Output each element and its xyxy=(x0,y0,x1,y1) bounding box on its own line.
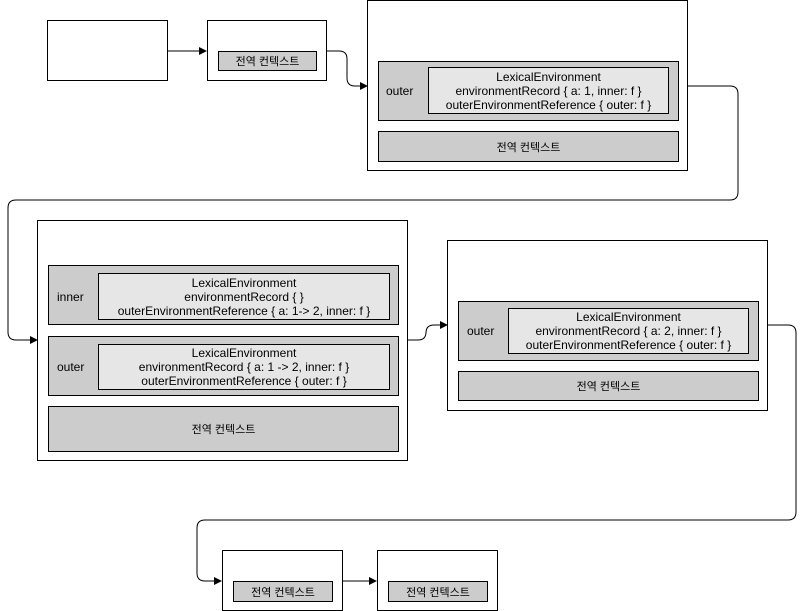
global-context: 전역 컨텍스트 xyxy=(218,51,317,71)
outer-context: outer LexicalEnvironment environmentReco… xyxy=(378,61,679,121)
lexical-environment-box: LexicalEnvironment environmentRecord { a… xyxy=(508,308,749,354)
outer-context: outer LexicalEnvironment environmentReco… xyxy=(48,336,399,396)
outer-environment-reference: outerEnvironmentReference { outer: f } xyxy=(445,97,652,112)
arrow-stage2-to-stage3 xyxy=(327,50,368,90)
outer-environment-reference: outerEnvironmentReference { a: 1-> 2, in… xyxy=(117,303,371,318)
outer-environment-reference: outerEnvironmentReference { outer: f } xyxy=(525,338,732,352)
arrow-stage3-to-stage4 xyxy=(7,85,739,344)
lexical-environment-title: LexicalEnvironment xyxy=(191,275,297,290)
lexical-environment-title: LexicalEnvironment xyxy=(496,69,601,84)
environment-record: environmentRecord { } xyxy=(184,289,304,304)
outer-label: outer xyxy=(57,360,85,374)
arrow-stage5-to-stage6 xyxy=(196,324,797,585)
outer-label: outer xyxy=(467,324,495,338)
global-context: 전역 컨텍스트 xyxy=(458,371,759,401)
inner-context: inner LexicalEnvironment environmentReco… xyxy=(48,265,399,325)
stack-box-stage7: 전역 컨텍스트 xyxy=(377,550,498,611)
lexical-environment-title: LexicalEnvironment xyxy=(191,346,297,360)
stack-box-stage4: inner LexicalEnvironment environmentReco… xyxy=(37,220,408,461)
lexical-environment-box: LexicalEnvironment environmentRecord { a… xyxy=(98,344,390,390)
stack-box-stage5: outer LexicalEnvironment environmentReco… xyxy=(447,240,768,411)
outer-label: outer xyxy=(386,84,414,98)
environment-record: environmentRecord { a: 1 -> 2, inner: f … xyxy=(138,360,350,374)
global-context: 전역 컨텍스트 xyxy=(48,406,399,452)
inner-label: inner xyxy=(57,290,84,304)
outer-context: outer LexicalEnvironment environmentReco… xyxy=(458,301,759,361)
empty-stack-box xyxy=(47,20,168,81)
stack-box-stage6: 전역 컨텍스트 xyxy=(222,550,343,611)
outer-environment-reference: outerEnvironmentReference { outer: f } xyxy=(141,374,347,388)
stack-box-stage3: outer LexicalEnvironment environmentReco… xyxy=(367,0,688,171)
arrow-stage4-to-stage5 xyxy=(408,321,448,341)
lexical-environment-box: LexicalEnvironment environmentRecord { }… xyxy=(98,273,390,320)
global-context: 전역 컨텍스트 xyxy=(378,131,679,162)
global-context: 전역 컨텍스트 xyxy=(233,581,333,602)
lexical-environment-title: LexicalEnvironment xyxy=(576,310,681,324)
environment-record: environmentRecord { a: 1, inner: f } xyxy=(455,83,642,98)
environment-record: environmentRecord { a: 2, inner: f } xyxy=(535,324,722,338)
global-context: 전역 컨텍스트 xyxy=(388,581,488,602)
lexical-environment-box: LexicalEnvironment environmentRecord { a… xyxy=(428,67,669,114)
stack-box-stage2: 전역 컨텍스트 xyxy=(207,20,327,81)
